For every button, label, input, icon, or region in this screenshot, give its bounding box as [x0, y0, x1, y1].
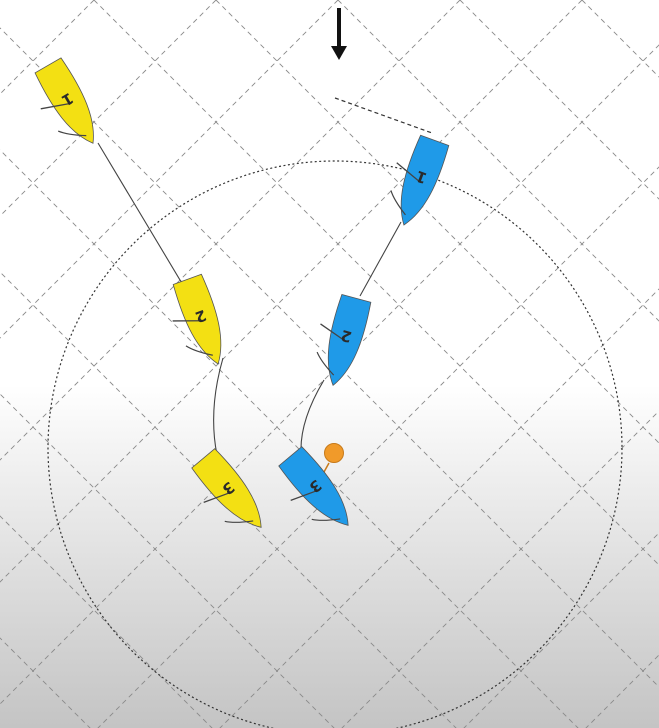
boat-boom	[396, 162, 421, 183]
grid-line	[97, 166, 659, 728]
boat-jib	[311, 518, 341, 521]
boat-jib	[57, 130, 87, 137]
grid-line	[0, 515, 213, 728]
yellow-boat-2: 2	[172, 273, 222, 365]
grid-line	[93, 0, 659, 566]
boat-boom	[172, 320, 203, 322]
boat-hull	[191, 448, 262, 528]
wind-arrow-icon	[331, 8, 347, 60]
grid-line	[459, 0, 659, 200]
blue-track	[300, 221, 402, 453]
boat-boom	[290, 489, 319, 502]
boat-hull	[34, 57, 94, 144]
boat-boom	[40, 102, 71, 110]
yellow-boat-3: 3	[191, 448, 262, 528]
zone-circle	[47, 160, 623, 728]
grid-line	[0, 149, 579, 728]
blue-boat-2: 2	[316, 293, 372, 386]
grid-line	[0, 271, 457, 728]
grid-line	[0, 393, 335, 728]
grid-line	[581, 0, 659, 78]
boats: 1 2 3 1 2 3	[34, 57, 450, 528]
grid-line	[219, 288, 659, 728]
grid-line	[0, 0, 339, 339]
boat-jib	[224, 520, 254, 523]
yellow-boat-1: 1	[34, 57, 94, 144]
boat-jib	[390, 190, 406, 216]
boat-hull	[327, 293, 372, 386]
boat-hull	[278, 446, 349, 526]
grid-line	[0, 0, 217, 217]
boat-boom	[203, 491, 232, 504]
grid-line	[463, 532, 659, 728]
grid-line	[341, 410, 659, 728]
grid-line	[337, 0, 659, 322]
mark	[323, 443, 344, 473]
grid-line	[215, 0, 659, 444]
boat-jib	[185, 345, 213, 356]
boat-number: 2	[339, 326, 354, 346]
blue-boat-3: 3	[278, 446, 349, 526]
bearing-line	[334, 97, 433, 134]
blue-boat-1: 1	[390, 134, 450, 226]
boat-boom	[320, 323, 346, 342]
boat-hull	[172, 273, 222, 365]
boat-jib	[316, 351, 335, 376]
boat-hull	[400, 134, 450, 226]
